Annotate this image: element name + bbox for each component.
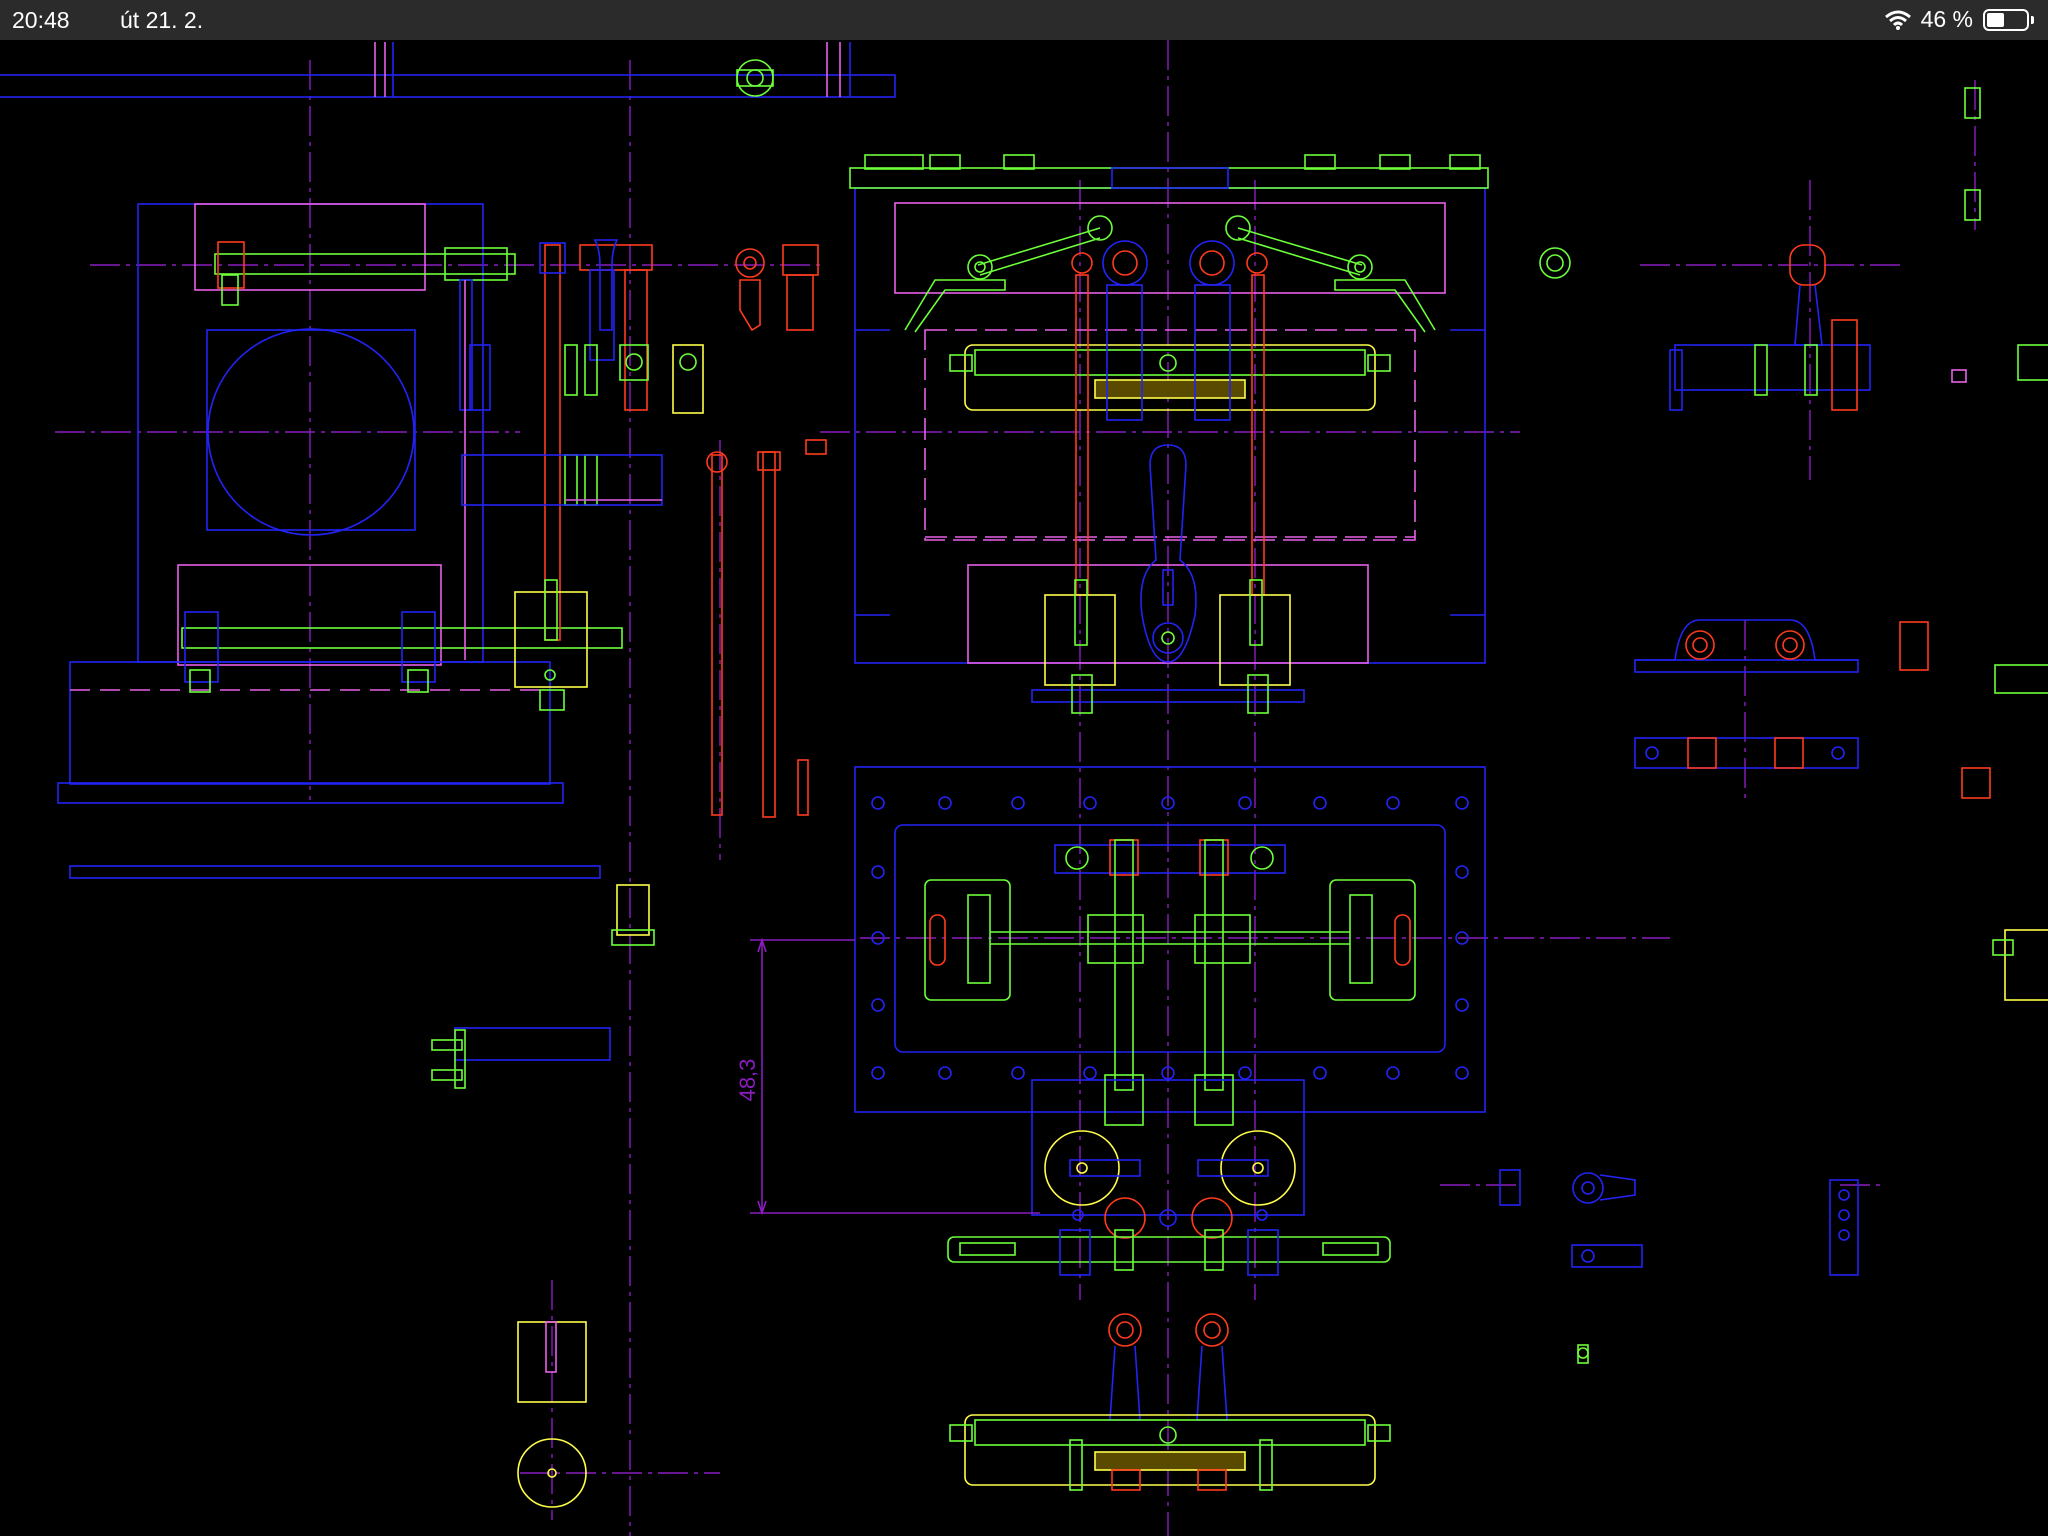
bolt-hole — [1455, 1066, 1469, 1080]
left-side-view — [57, 203, 623, 879]
bottom-mechanism — [947, 1074, 1391, 1276]
bolt-hole — [1083, 796, 1097, 810]
dimension-48-3 — [750, 937, 1040, 1216]
bolt-hole — [871, 865, 885, 879]
bolt-hole — [1161, 1066, 1175, 1080]
bolt-hole — [1455, 796, 1469, 810]
battery-percentage: 46 % — [1920, 6, 1973, 32]
status-right-group: 46 % — [1884, 6, 2034, 33]
battery-level — [1987, 12, 2004, 27]
bolt-hole — [1386, 1066, 1400, 1080]
bolt-hole — [871, 796, 885, 810]
bolt-hole — [1161, 796, 1175, 810]
bolt-hole — [938, 796, 952, 810]
bolt-hole — [1238, 796, 1252, 810]
bolt-hole — [871, 931, 885, 945]
bolt-hole — [871, 998, 885, 1012]
centerlines — [55, 40, 1976, 1536]
bolt-hole — [1238, 1066, 1252, 1080]
bolt-hole — [1313, 796, 1327, 810]
left-lower-parts — [431, 884, 655, 1508]
battery-nub — [2031, 15, 2034, 24]
status-bar: 20:48 út 21. 2. 46 % — [0, 0, 2048, 40]
dimension-label: 48,3 — [735, 1059, 760, 1102]
bolt-hole — [1011, 1066, 1025, 1080]
bolt-hole — [1386, 796, 1400, 810]
cad-drawing-canvas[interactable]: 48,3 — [0, 40, 2048, 1536]
bolt-hole — [1455, 865, 1469, 879]
bolt-hole — [1313, 1066, 1327, 1080]
bolt-hole — [1083, 1066, 1097, 1080]
front-view-frame — [849, 154, 1489, 714]
right-side-view — [1499, 87, 2048, 1364]
bolt-hole — [871, 1066, 885, 1080]
battery-icon — [1983, 8, 2029, 31]
wifi-icon — [1884, 10, 1911, 30]
status-time: 20:48 — [12, 7, 70, 33]
bolt-hole — [938, 1066, 952, 1080]
top-rail — [0, 42, 896, 98]
bolt-hole — [1455, 998, 1469, 1012]
bolt-hole — [1011, 796, 1025, 810]
top-view-plate — [854, 766, 1486, 1113]
bolt-hole — [1455, 931, 1469, 945]
lower-assembly — [949, 1313, 1391, 1491]
vertical-rods — [461, 239, 827, 818]
status-date: út 21. 2. — [120, 7, 204, 33]
bolt-holes — [871, 796, 1469, 1080]
